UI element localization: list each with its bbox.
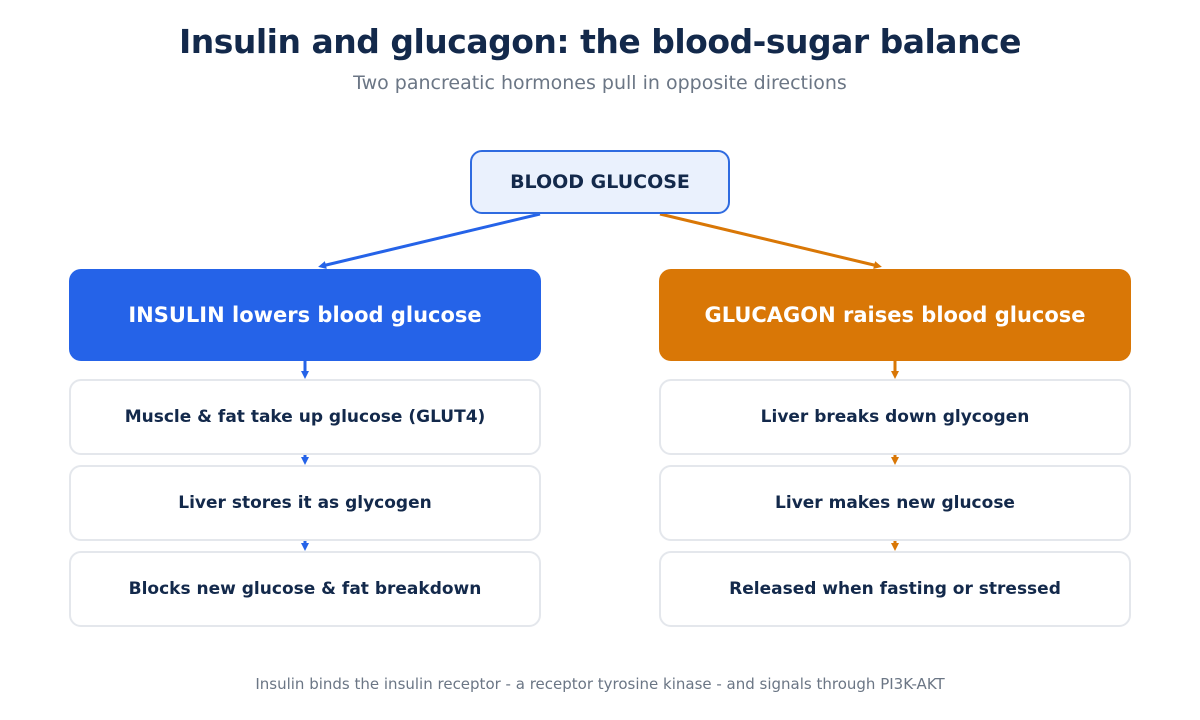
glucagon-step-3: Released when fasting or stressed — [659, 551, 1131, 627]
footnote: Insulin binds the insulin receptor - a r… — [255, 675, 945, 693]
insulin-step-3: Blocks new glucose & fat breakdown — [69, 551, 541, 627]
blood-glucose-label: BLOOD GLUCOSE — [510, 171, 690, 193]
insulin-step-2: Liver stores it as glycogen — [69, 465, 541, 541]
glucagon-step-3-label: Released when fasting or stressed — [729, 579, 1061, 599]
insulin-header: INSULIN lowers blood glucose — [69, 269, 541, 361]
insulin-step-1: Muscle & fat take up glucose (GLUT4) — [69, 379, 541, 455]
glucagon-header: GLUCAGON raises blood glucose — [659, 269, 1131, 361]
arrow-root-to-glucagon — [659, 212, 882, 269]
glucagon-step-1: Liver breaks down glycogen — [659, 379, 1131, 455]
insulin-step-3-label: Blocks new glucose & fat breakdown — [128, 579, 482, 599]
page-subtitle: Two pancreatic hormones pull in opposite… — [353, 72, 847, 94]
page-title: Insulin and glucagon: the blood-sugar ba… — [178, 22, 1022, 61]
glucagon-header-label: GLUCAGON raises blood glucose — [704, 303, 1086, 327]
insulin-step-2-label: Liver stores it as glycogen — [178, 493, 432, 513]
glucagon-step-2-label: Liver makes new glucose — [775, 493, 1015, 513]
glucagon-step-1-label: Liver breaks down glycogen — [760, 407, 1030, 427]
glucagon-step-2: Liver makes new glucose — [659, 465, 1131, 541]
insulin-step-1-label: Muscle & fat take up glucose (GLUT4) — [124, 407, 486, 427]
arrow-root-to-insulin — [318, 212, 541, 269]
insulin-header-label: INSULIN lowers blood glucose — [128, 303, 482, 327]
blood-glucose-node: BLOOD GLUCOSE — [470, 150, 730, 214]
